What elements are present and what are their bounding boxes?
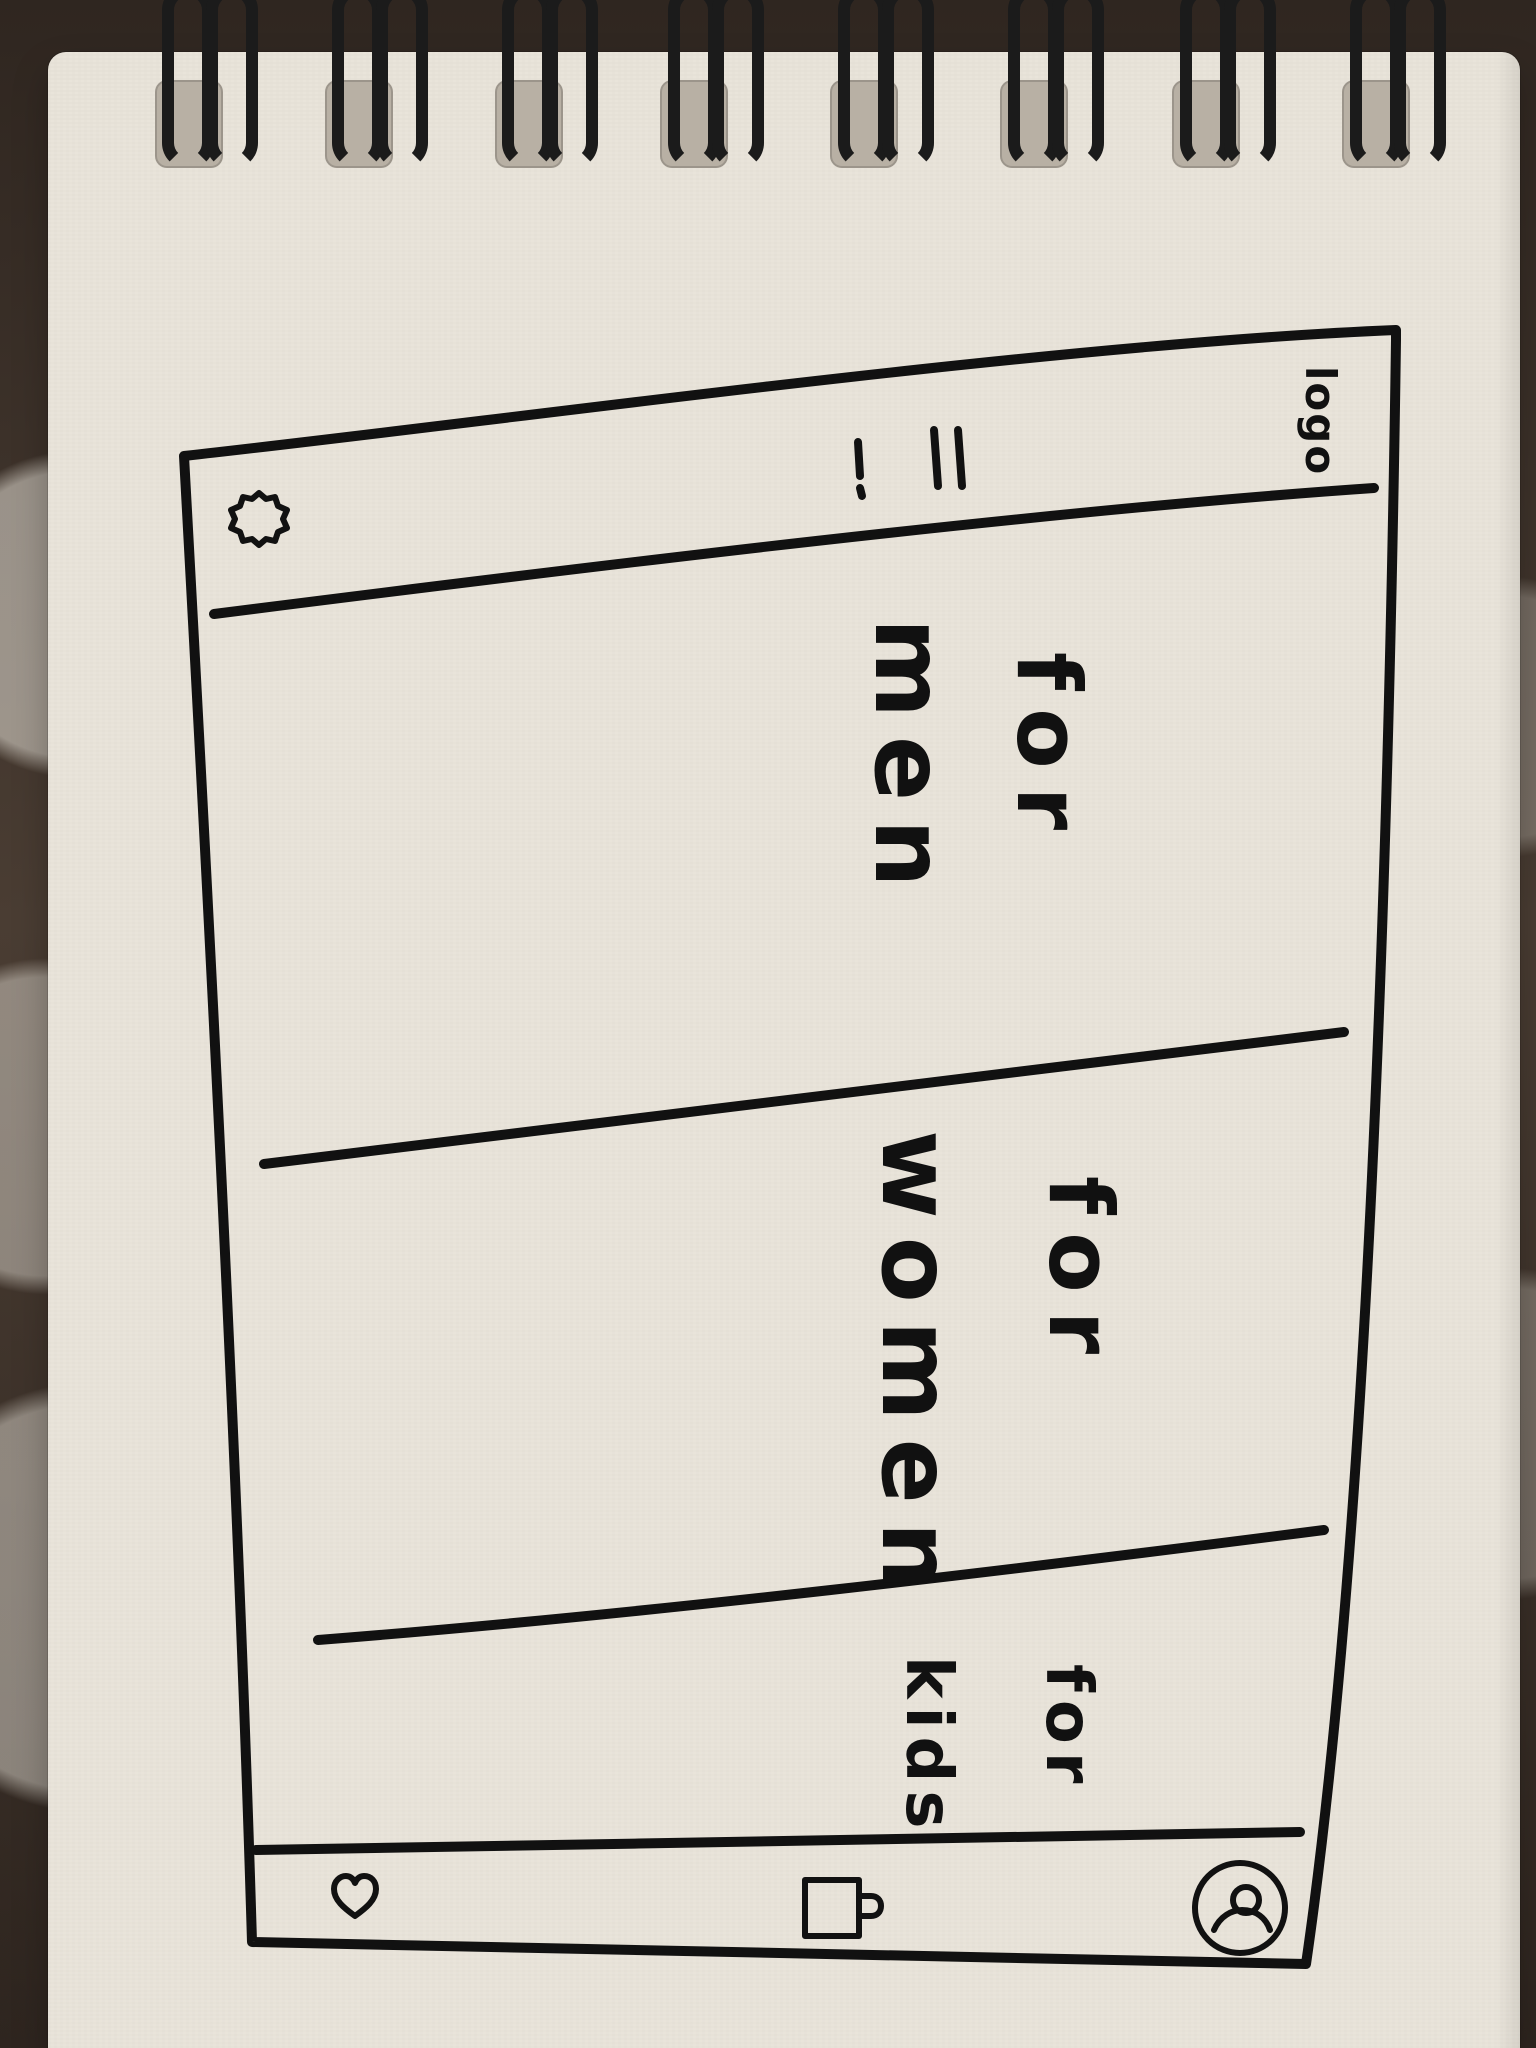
header-divider — [209, 483, 1379, 619]
bottom-nav-divider — [251, 1827, 1305, 1855]
spiral-ring — [1052, 0, 1104, 169]
menu-icon-stroke — [930, 426, 966, 490]
spiral-ring — [206, 0, 258, 169]
menu-icon-stroke — [854, 438, 866, 500]
logo-text: logo — [1296, 366, 1345, 477]
spiral-ring — [546, 0, 598, 169]
settings-icon[interactable] — [225, 485, 293, 553]
section-kids-for-label: for — [1031, 1664, 1105, 1792]
section-men-title[interactable]: men — [853, 618, 965, 906]
shopping-bag-icon[interactable] — [793, 1856, 885, 1942]
phone-frame — [179, 325, 1401, 1969]
section-divider-2 — [313, 1525, 1329, 1645]
spiral-ring — [1224, 0, 1276, 169]
section-women-title[interactable]: women — [860, 1130, 972, 1609]
profile-icon[interactable] — [1186, 1854, 1294, 1962]
spiral-ring — [1394, 0, 1446, 169]
heart-icon[interactable] — [326, 1870, 384, 1922]
spiral-ring — [712, 0, 764, 169]
spiral-ring — [376, 0, 428, 169]
spiral-ring — [882, 0, 934, 169]
section-divider-1 — [259, 1027, 1349, 1169]
section-men-for-label: for — [997, 652, 1100, 849]
section-kids-title[interactable]: kids — [891, 1656, 965, 1837]
section-women-for-label: for — [1029, 1176, 1132, 1373]
